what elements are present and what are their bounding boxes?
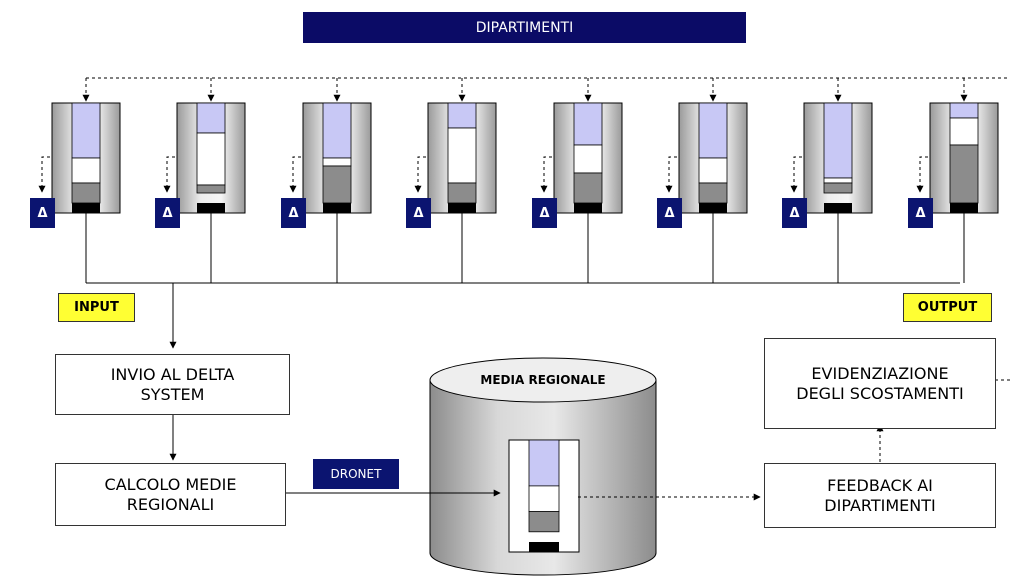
delta-icon: Δ: [406, 198, 431, 228]
delta-arrow: [38, 156, 50, 193]
meter-level-white: [823, 177, 853, 184]
meter-base: [950, 203, 978, 213]
meter-level-lavender: [447, 102, 477, 129]
meter-level-white: [573, 144, 603, 174]
department-meter: [553, 102, 623, 214]
meter-level-gray: [196, 184, 226, 194]
meter-base: [824, 203, 852, 213]
meter-level-lavender: [698, 102, 728, 159]
invio-box: INVIO AL DELTA SYSTEM: [55, 354, 290, 415]
delta-icon: Δ: [281, 198, 306, 228]
delta-icon: Δ: [908, 198, 933, 228]
department-meter: [678, 102, 748, 214]
meter-level-white: [322, 157, 352, 167]
delta-arrow: [414, 156, 426, 193]
meter-level-gray: [949, 144, 979, 204]
meter-base: [448, 203, 476, 213]
meter-level-gray: [71, 182, 101, 204]
meter-level-white: [71, 157, 101, 184]
delta-arrow: [916, 156, 928, 193]
delta-arrow: [163, 156, 175, 193]
department-meter: [51, 102, 121, 214]
meter-base: [323, 203, 351, 213]
dronet-label: DRONET: [313, 459, 399, 489]
database-title: MEDIA REGIONALE: [480, 373, 606, 387]
delta-icon: Δ: [657, 198, 682, 228]
department-meter: [929, 102, 999, 214]
delta-icon: Δ: [30, 198, 55, 228]
delta-arrow: [790, 156, 802, 193]
meter-level-gray: [698, 182, 728, 204]
calcolo-box: CALCOLO MEDIE REGIONALI: [55, 463, 286, 526]
input-tag: INPUT: [58, 293, 135, 322]
meter-level-white: [528, 485, 560, 512]
meter-level-white: [447, 127, 477, 184]
meter-level-lavender: [322, 102, 352, 159]
meter-base: [699, 203, 727, 213]
meter-base: [574, 203, 602, 213]
meter-base: [197, 203, 225, 213]
meter-base: [72, 203, 100, 213]
regional-meter-layer: [508, 439, 580, 553]
meter-level-gray: [823, 182, 853, 194]
departments-banner: DIPARTIMENTI: [303, 12, 746, 43]
meter-level-gray: [573, 172, 603, 204]
delta-arrow: [540, 156, 552, 193]
department-meter: [176, 102, 246, 214]
output-tag: OUTPUT: [903, 293, 992, 322]
meter-level-lavender: [573, 102, 603, 146]
delta-icon: Δ: [155, 198, 180, 228]
meter-level-white: [698, 157, 728, 184]
departments-layer: [38, 78, 999, 283]
meter-level-lavender: [71, 102, 101, 159]
department-meter: [302, 102, 372, 214]
meter-level-lavender: [949, 102, 979, 119]
meter-level-gray: [528, 510, 560, 533]
meter-base: [529, 542, 559, 552]
delta-arrow: [289, 156, 301, 193]
meter-level-lavender: [823, 102, 853, 179]
feedback-box: FEEDBACK AI DIPARTIMENTI: [764, 463, 996, 528]
delta-arrow: [665, 156, 677, 193]
evidenziazione-box: EVIDENZIAZIONE DEGLI SCOSTAMENTI: [764, 338, 996, 429]
meter-level-lavender: [528, 439, 560, 487]
meter-level-white: [949, 117, 979, 146]
department-meter: [427, 102, 497, 214]
regional-meter: [508, 439, 580, 553]
delta-icon: Δ: [532, 198, 557, 228]
meter-level-gray: [322, 165, 352, 204]
meter-level-lavender: [196, 102, 226, 134]
delta-icon: Δ: [782, 198, 807, 228]
meter-level-white: [196, 132, 226, 186]
meter-level-gray: [447, 182, 477, 204]
department-meter: [803, 102, 873, 214]
